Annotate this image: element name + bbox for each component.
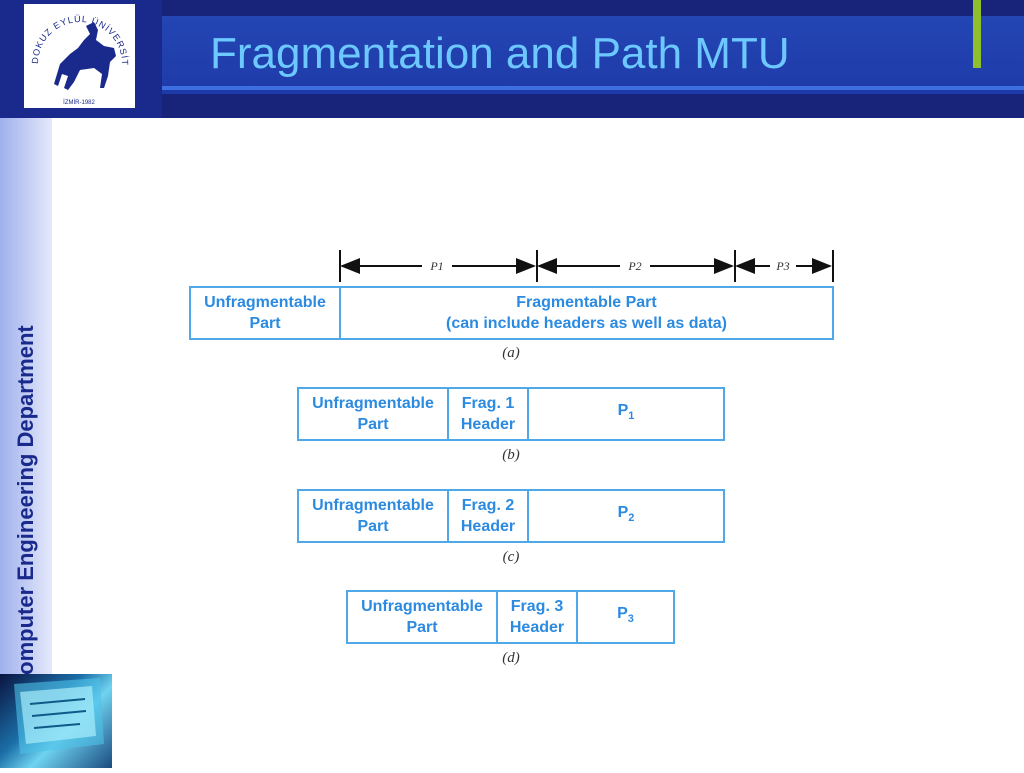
- fragment-header-line2: Header: [509, 619, 565, 636]
- cell-divider: [576, 592, 578, 642]
- fragment-header-line1: Frag. 1: [461, 395, 515, 412]
- dimension-label-p2: P2: [627, 259, 641, 273]
- accent-bar: [973, 0, 981, 68]
- fragmentable-part-cell: Fragmentable Part (can include headers a…: [341, 288, 832, 338]
- cell-divider: [496, 592, 498, 642]
- cell-divider: [447, 389, 449, 439]
- unfragmentable-part-cell: Unfragmentable Part: [191, 288, 339, 338]
- fragment-1: Unfragmentable Part Frag. 1 Header P1: [297, 387, 725, 441]
- fragment-header-cell: Frag. 3 Header: [498, 592, 576, 642]
- sidebar: Computer Engineering Department: [0, 118, 52, 691]
- cell-divider: [339, 288, 341, 338]
- dimension-label-p1: P1: [429, 259, 443, 273]
- payload-cell: P1: [529, 389, 723, 439]
- fragment-2: Unfragmentable Part Frag. 2 Header P2: [297, 489, 725, 543]
- unfragmentable-label-line2: Part: [249, 315, 281, 332]
- fragment-header-cell: Frag. 1 Header: [449, 389, 527, 439]
- fragmentable-label-line2: (can include headers as well as data): [446, 315, 727, 332]
- unfragmentable-part-cell: Unfragmentable Part: [299, 491, 447, 541]
- header-bar: [0, 0, 1024, 118]
- unfragmentable-label-line1: Unfragmentable: [361, 598, 483, 615]
- logo-date-text: İZMİR-1982: [63, 99, 95, 106]
- unfragmentable-label-line2: Part: [406, 619, 438, 636]
- computer-screen-icon: [14, 678, 104, 754]
- header-band-line: [162, 86, 1024, 90]
- unfragmentable-label-line1: Unfragmentable: [312, 395, 434, 412]
- corner-computer-image: [0, 674, 112, 768]
- caption-a: (a): [502, 345, 520, 361]
- payload-label: P3: [617, 605, 634, 626]
- fragment-header-line1: Frag. 3: [510, 598, 564, 615]
- unfragmentable-part-cell: Unfragmentable Part: [348, 592, 496, 642]
- caption-b: (b): [502, 447, 520, 463]
- unfragmentable-label-line1: Unfragmentable: [312, 497, 434, 514]
- caption-c: (c): [502, 549, 520, 565]
- university-logo: DOKUZ EYLÜL ÜNİVERSİTESİ İZMİR-1982: [20, 0, 135, 108]
- university-logo-box: DOKUZ EYLÜL ÜNİVERSİTESİ İZMİR-1982: [0, 0, 162, 118]
- fragment-header-cell: Frag. 2 Header: [449, 491, 527, 541]
- fragmentable-label-line1: Fragmentable Part: [516, 294, 657, 311]
- cell-divider: [447, 491, 449, 541]
- cell-divider: [527, 389, 529, 439]
- fragment-3: Unfragmentable Part Frag. 3 Header P3: [346, 590, 675, 644]
- payload-cell: P2: [529, 491, 723, 541]
- fragment-header-line1: Frag. 2: [461, 497, 515, 514]
- unfragmentable-part-cell: Unfragmentable Part: [299, 389, 447, 439]
- unfragmentable-label-line1: Unfragmentable: [204, 294, 326, 311]
- payload-label: P1: [617, 402, 635, 423]
- fragment-header-line2: Header: [460, 518, 516, 535]
- dimension-arrows: P1 P2 P3: [339, 250, 834, 282]
- unfragmentable-label-line2: Part: [357, 416, 389, 433]
- fragment-header-line2: Header: [460, 416, 516, 433]
- dimension-label-p3: P3: [775, 259, 789, 273]
- payload-cell: P3: [578, 592, 673, 642]
- header-band-top: [162, 0, 1024, 16]
- cell-divider: [527, 491, 529, 541]
- original-packet: Unfragmentable Part Fragmentable Part (c…: [189, 286, 834, 340]
- payload-label: P2: [617, 504, 635, 525]
- university-seal-icon: DOKUZ EYLÜL ÜNİVERSİTESİ İZMİR-1982: [20, 0, 129, 106]
- slide-title: Fragmentation and Path MTU: [210, 29, 790, 78]
- unfragmentable-label-line2: Part: [357, 518, 389, 535]
- header-band-mid: [162, 16, 1024, 94]
- caption-d: (d): [502, 650, 520, 666]
- header-band-bottom: [162, 94, 1024, 118]
